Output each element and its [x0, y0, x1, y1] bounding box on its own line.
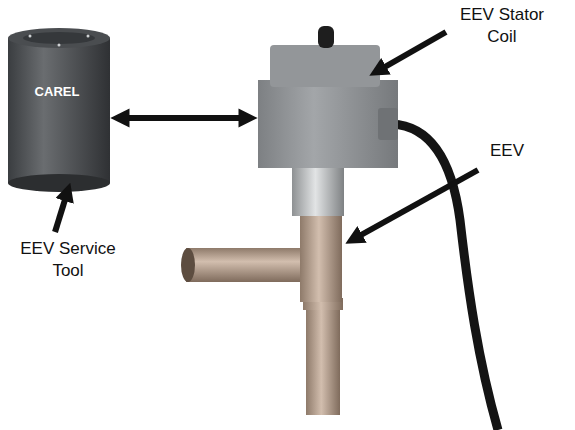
- coil-cable: [392, 124, 498, 430]
- stator-coil: [258, 26, 398, 168]
- part-label: EEV Service Tool: [12, 238, 124, 282]
- part-label: EEV Stator Coil: [452, 4, 552, 48]
- label-text: EEV: [490, 141, 524, 160]
- leader-arrow: [352, 170, 478, 240]
- valve-body: [181, 166, 344, 415]
- label-text: EEV Service Tool: [20, 239, 115, 280]
- label-text: CAREL: [35, 84, 80, 99]
- brand-text: CAREL: [26, 84, 88, 101]
- fit-arrow: [118, 115, 250, 121]
- label-text: EEV Stator Coil: [460, 5, 544, 46]
- part-label: EEV: [482, 140, 532, 162]
- leader-arrow: [55, 190, 68, 232]
- leader-arrow: [376, 32, 446, 72]
- service-tool: [8, 28, 110, 192]
